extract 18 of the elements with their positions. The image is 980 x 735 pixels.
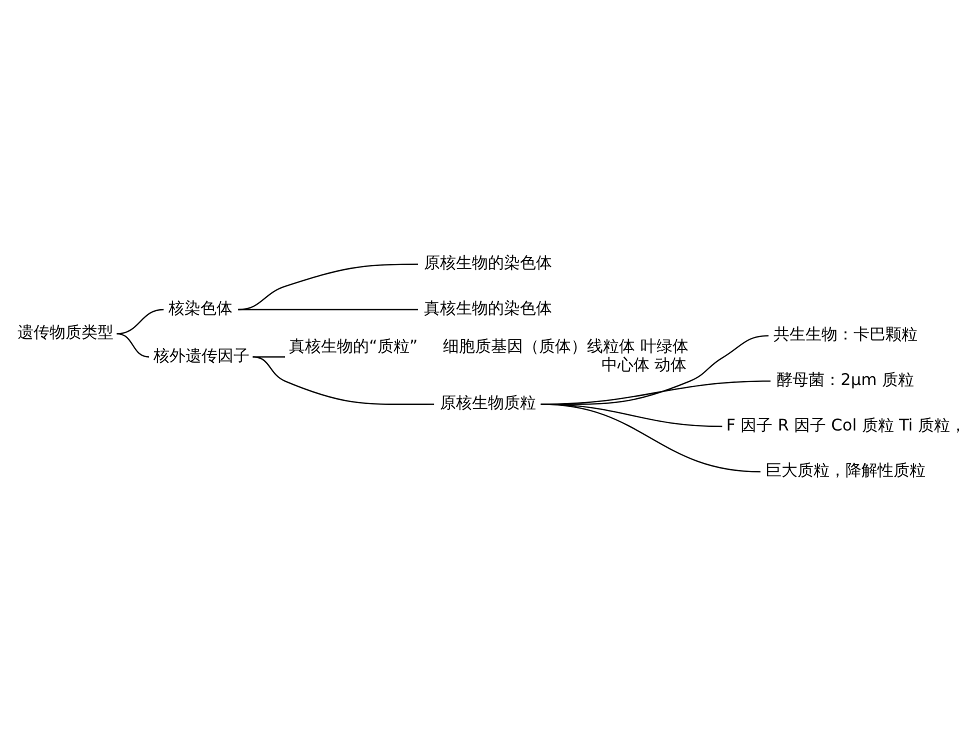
node-text: 核染色体: [168, 298, 232, 317]
node-text: 共生生物：卡巴颗粒: [773, 324, 918, 344]
node-text: F 因子 R 因子 Col 质粒 Ti 质粒，: [726, 414, 966, 434]
node-text: 遗传物质类型: [17, 322, 114, 342]
node-text: 巨大质粒，降解性质粒: [765, 460, 925, 480]
connector: [116, 332, 149, 358]
node-text: 核外遗传因子: [153, 345, 250, 364]
node-label: 细胞质基因（质体）线粒体 叶绿体中心体 动体: [442, 336, 688, 374]
node-text: 真核生物的染色体: [424, 298, 552, 317]
connector: [116, 308, 164, 334]
connector: [238, 308, 418, 310]
node-text: 原核生物质粒: [440, 392, 536, 412]
node-text: 原核生物的染色体: [424, 252, 552, 272]
node-text: 真核生物的“质粒”: [288, 336, 418, 356]
connector: [252, 356, 434, 404]
connector: [238, 263, 418, 310]
connector: [540, 403, 760, 472]
node-text: 酵母菌：2μm 质粒: [776, 369, 914, 388]
